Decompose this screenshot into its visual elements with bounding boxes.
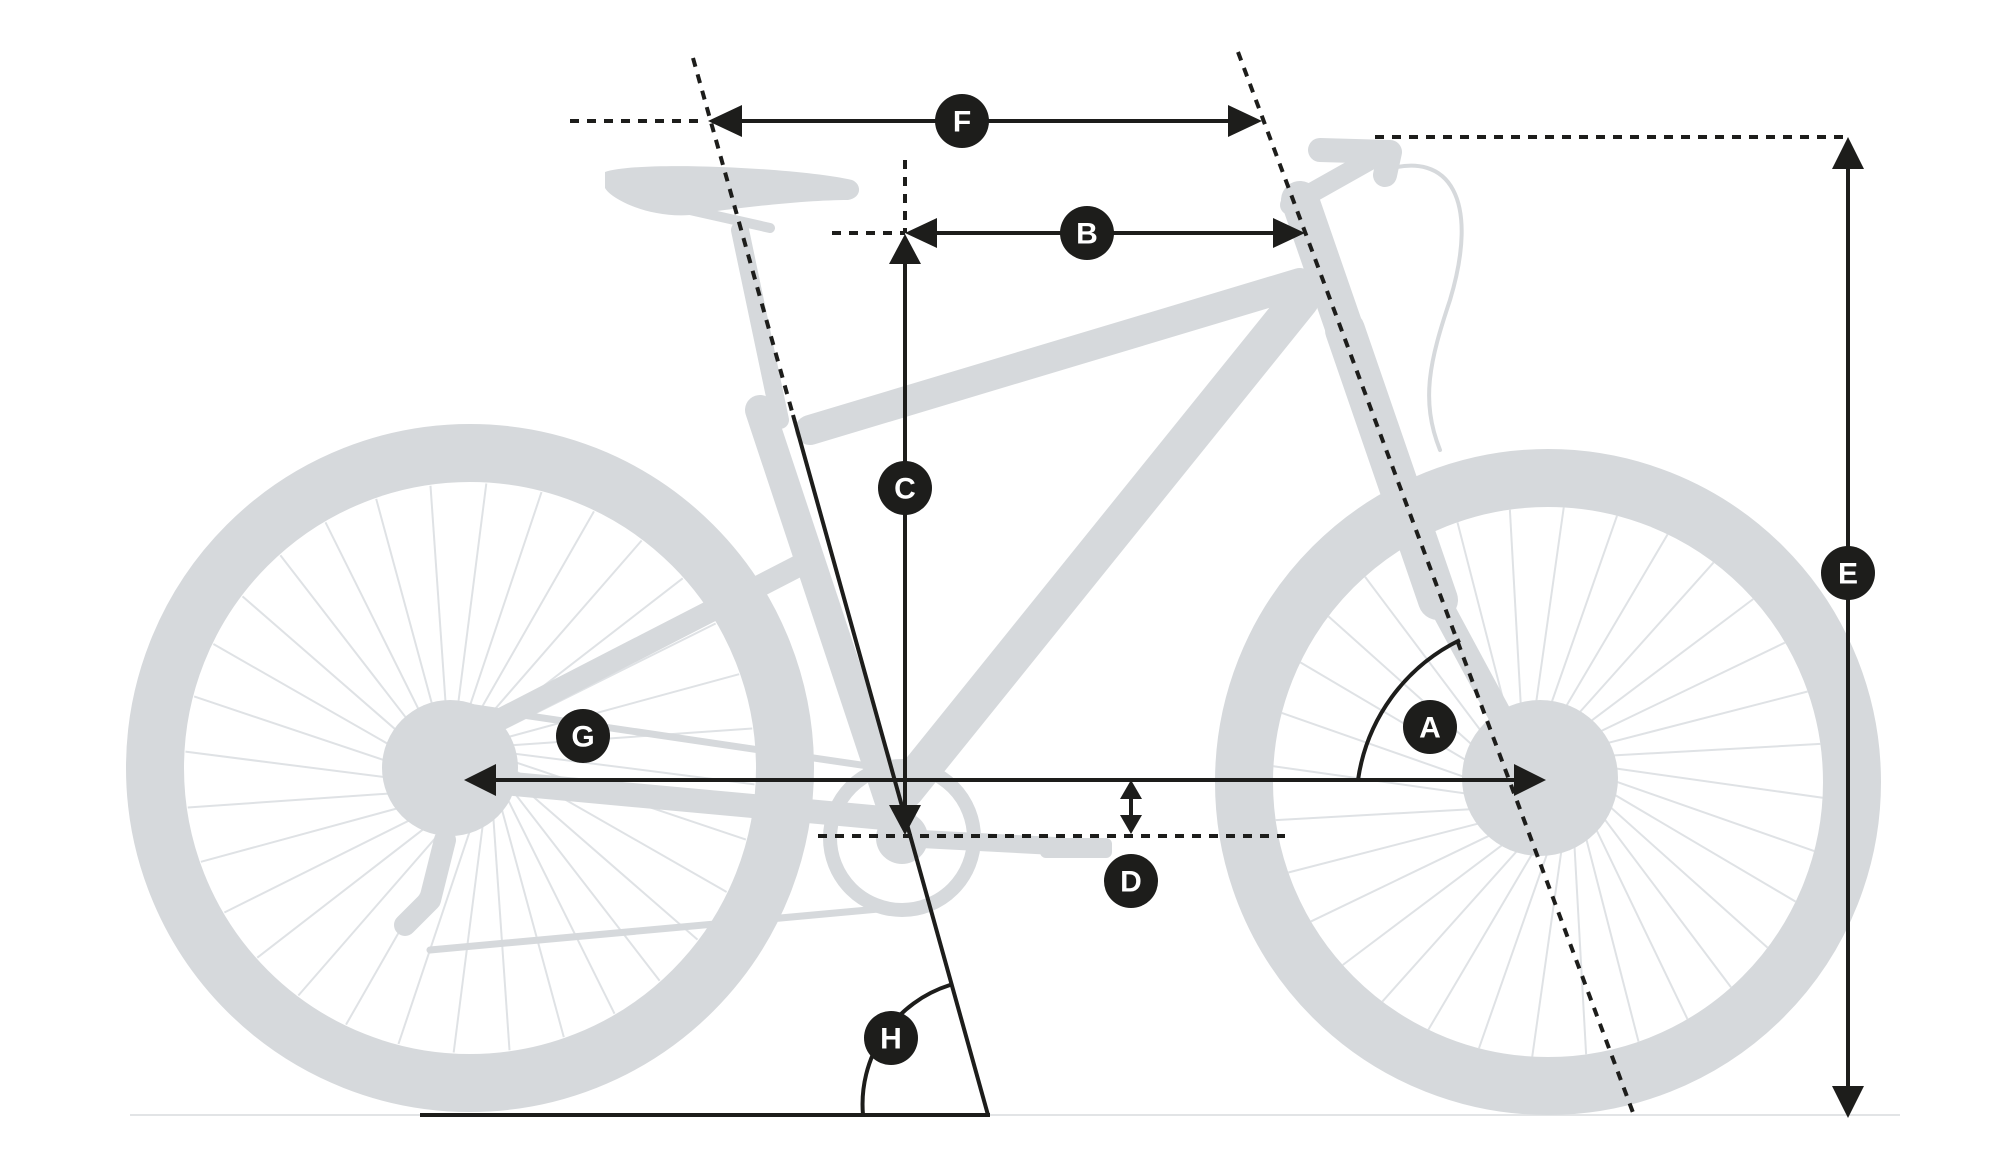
badge-d-text: D [1120, 866, 1142, 899]
badge-f: F [935, 94, 989, 148]
front-spoke [1591, 772, 1815, 852]
b-arrow-right [1273, 218, 1305, 248]
front-spoke [1381, 825, 1540, 1003]
front-spoke [1584, 806, 1689, 1020]
head-tube [1281, 181, 1364, 349]
e-arrow-bottom [1832, 1086, 1864, 1118]
front-spoke [1478, 825, 1558, 1049]
rear-spoke [477, 539, 643, 730]
seat-post [731, 221, 789, 429]
front-spoke [1538, 515, 1618, 739]
rear-spoke [508, 775, 699, 941]
label-badges: F B C E A G D H [556, 94, 1875, 1065]
bike-silhouette [126, 138, 1881, 1115]
badge-f-text: F [953, 106, 971, 139]
front-spoke [1556, 561, 1715, 739]
chain-stay [458, 768, 917, 832]
rear-spoke [461, 491, 543, 730]
rear-spoke [469, 510, 595, 729]
dimension-lines [420, 51, 1864, 1119]
rear-spoke [397, 806, 479, 1045]
steering-axis-dashed [1236, 51, 1637, 1119]
brake-cable [1383, 163, 1464, 452]
d-arrow-top [1120, 780, 1142, 799]
a-angle-arc [1356, 638, 1461, 781]
badge-h-text: H [880, 1023, 902, 1056]
front-spoke [1572, 641, 1786, 746]
seat-stay [459, 549, 821, 746]
rear-spoke [503, 727, 753, 747]
front-spoke [1579, 690, 1808, 752]
badge-b-text: B [1076, 218, 1098, 251]
rear-spoke [491, 801, 511, 1051]
rear-spoke [502, 789, 616, 1015]
top-tube [795, 268, 1315, 445]
front-spoke [1427, 826, 1549, 1031]
stem [1280, 150, 1380, 215]
front-spoke [1564, 598, 1754, 742]
down-tube [886, 281, 1319, 809]
rear-derailleur [394, 829, 456, 936]
seat-tube-axis-solid [791, 414, 990, 1116]
front-spoke [1591, 790, 1769, 949]
chain-bottom [426, 904, 894, 954]
badge-c: C [878, 461, 932, 515]
badge-g-text: G [571, 721, 594, 754]
front-spoke [1342, 822, 1532, 966]
b-arrow-left [905, 218, 937, 248]
badge-e: E [1821, 546, 1875, 600]
front-spoke [1547, 533, 1669, 738]
badge-b: B [1060, 206, 1114, 260]
g-arrow-right [1514, 764, 1546, 796]
front-spoke [1310, 818, 1524, 923]
front-spoke [1588, 798, 1732, 988]
saddle-rails [685, 205, 775, 233]
c-arrow-top [889, 234, 921, 264]
front-spoke [1531, 823, 1567, 1057]
front-spoke [1572, 819, 1588, 1055]
rear-spoke [256, 804, 456, 959]
f-arrow-left [708, 105, 742, 137]
badge-h: H [864, 1011, 918, 1065]
rear-tire [126, 424, 814, 1112]
g-arrow-left [464, 764, 496, 796]
c-arrow-bottom [889, 805, 921, 835]
badge-g: G [556, 709, 610, 763]
front-spoke [1592, 781, 1797, 903]
badge-e-text: E [1838, 558, 1858, 591]
badge-a: A [1403, 700, 1457, 754]
front-spokes [1273, 507, 1823, 1057]
rear-spoke [506, 782, 661, 982]
badge-a-text: A [1419, 712, 1441, 745]
seat-tube [745, 395, 907, 823]
rear-spoke [375, 498, 443, 740]
e-arrow-top [1832, 137, 1864, 169]
badge-c-text: C [894, 473, 916, 506]
rear-spoke [452, 804, 487, 1053]
crank-arm [893, 829, 1064, 855]
front-spoke [1585, 742, 1821, 758]
rear-spoke [497, 796, 565, 1038]
rear-spoke [498, 673, 740, 741]
badge-d: D [1104, 854, 1158, 908]
handlebar [1308, 138, 1402, 187]
front-spoke [1589, 763, 1823, 799]
rear-spoke [453, 483, 488, 732]
seat-tube-axis-dashed [691, 57, 795, 416]
rear-spoke [429, 485, 449, 735]
f-arrow-right [1228, 105, 1262, 137]
front-spoke [1578, 813, 1640, 1042]
d-arrow-bottom [1120, 815, 1142, 834]
fork-crown [1325, 310, 1458, 620]
